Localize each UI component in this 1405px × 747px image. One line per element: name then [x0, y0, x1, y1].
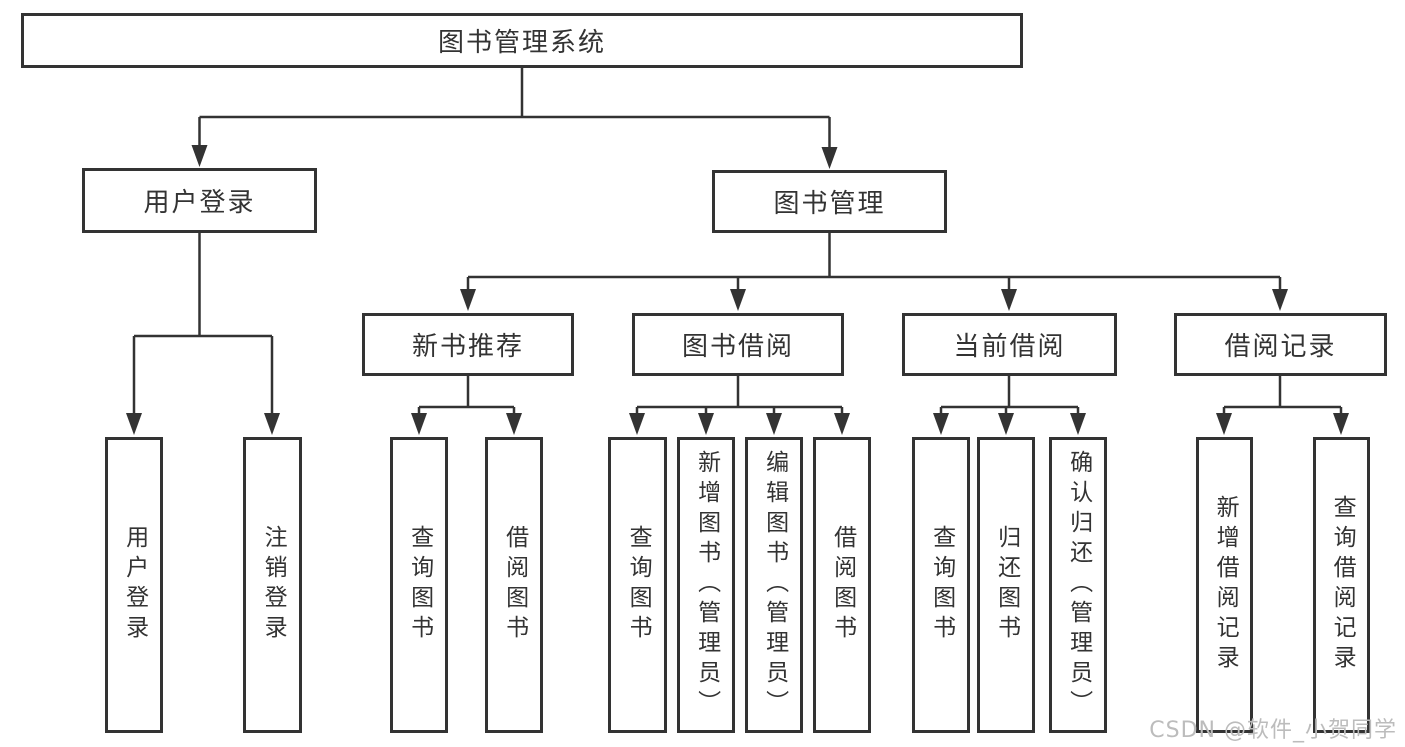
leaf-label: 查询借阅记录	[1329, 495, 1356, 675]
node-label: 借阅记录	[1224, 332, 1337, 362]
leaf-return-books: 归还图书	[977, 437, 1035, 733]
node-label: 图书管理系统	[437, 28, 606, 58]
node-book-borrowing: 图书借阅	[632, 313, 844, 376]
leaf-confirm-return-admin: 确认归还（管理员）	[1049, 437, 1107, 733]
leaf-query-books-current: 查询图书	[912, 437, 970, 733]
node-library-management-system: 图书管理系统	[21, 13, 1023, 68]
leaf-add-borrow-record: 新增借阅记录	[1196, 437, 1253, 733]
leaf-borrow-books: 借阅图书	[813, 437, 871, 733]
leaf-borrow-books-recommend: 借阅图书	[485, 437, 543, 733]
leaf-label: 新增借阅记录	[1212, 495, 1239, 675]
node-label: 新书推荐	[411, 332, 524, 362]
leaf-label: 借阅图书	[829, 525, 856, 645]
node-user-login: 用户登录	[82, 168, 317, 233]
node-borrowing-records: 借阅记录	[1174, 313, 1387, 376]
leaf-logout: 注销登录	[243, 437, 302, 733]
node-label: 当前借阅	[953, 332, 1066, 362]
leaf-label: 查询图书	[928, 525, 955, 645]
leaf-label: 注销登录	[260, 525, 287, 645]
leaf-label: 确认归还（管理员）	[1065, 450, 1092, 720]
leaf-query-books-recommend: 查询图书	[390, 437, 448, 733]
leaf-add-books-admin: 新增图书（管理员）	[677, 437, 735, 733]
leaf-label: 归还图书	[993, 525, 1020, 645]
node-label: 用户登录	[143, 188, 256, 218]
node-label: 图书管理	[773, 189, 886, 219]
leaf-label: 查询图书	[406, 525, 433, 645]
node-label: 图书借阅	[681, 332, 794, 362]
leaf-edit-books-admin: 编辑图书（管理员）	[745, 437, 803, 733]
leaf-query-borrow-record: 查询借阅记录	[1313, 437, 1370, 733]
leaf-label: 新增图书（管理员）	[693, 450, 720, 720]
leaf-label: 用户登录	[121, 525, 148, 645]
node-book-management: 图书管理	[712, 170, 947, 233]
arrowheads	[126, 145, 1349, 435]
leaf-label: 借阅图书	[501, 525, 528, 645]
leaf-user-login: 用户登录	[105, 437, 163, 733]
leaf-label: 编辑图书（管理员）	[761, 450, 788, 720]
leaf-query-books-borrowing: 查询图书	[608, 437, 667, 733]
csdn-watermark: CSDN @软件_小贺同学	[1149, 718, 1397, 743]
node-current-borrowing: 当前借阅	[902, 313, 1117, 376]
leaf-label: 查询图书	[625, 525, 652, 645]
node-new-book-recommendation: 新书推荐	[362, 313, 574, 376]
